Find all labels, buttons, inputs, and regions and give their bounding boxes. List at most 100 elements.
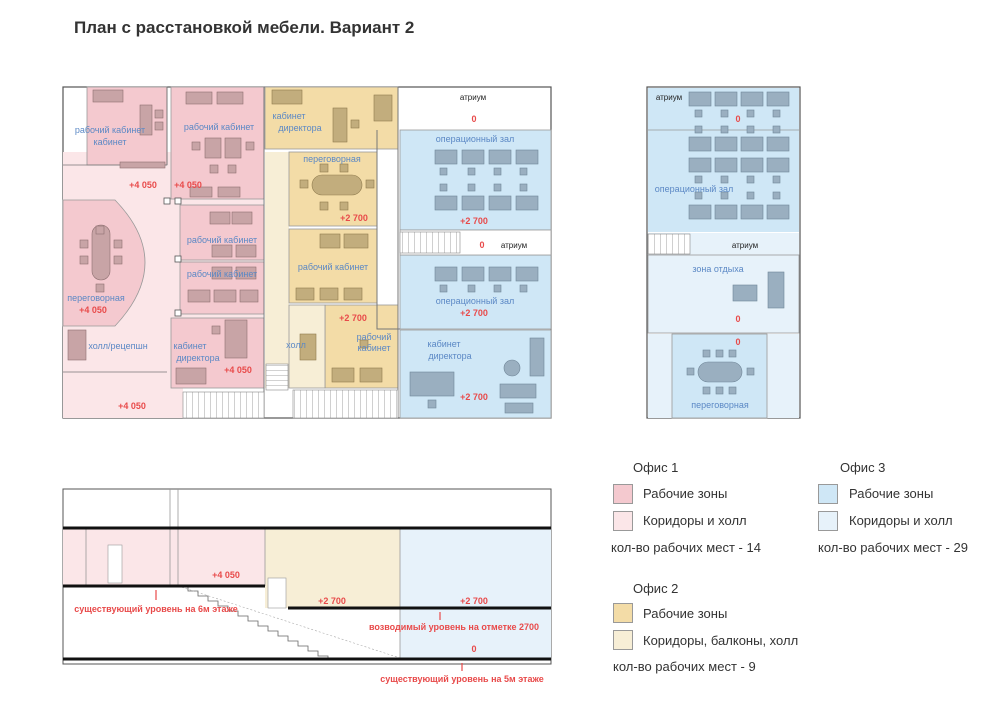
label-office1-room3: рабочий кабинет	[187, 235, 257, 245]
svg-text:атриум: атриум	[656, 93, 682, 102]
svg-text:+2 700: +2 700	[460, 216, 488, 226]
right-stairs	[647, 233, 691, 255]
label-office1-hall: холл/рецепшн	[88, 341, 147, 351]
legend-office1-work-swatch	[613, 484, 633, 504]
legend-office2-corr: Коридоры, балконы, холл	[643, 633, 799, 648]
levels-left: +4 050 +4 050 +4 050 +4 050 +4 050 +2 70…	[79, 114, 488, 411]
section-drawing: +4 050 +2 700 +2 700 0 существующий уров…	[62, 488, 552, 684]
svg-text:+4 050: +4 050	[79, 305, 107, 315]
svg-text:+4 050: +4 050	[174, 180, 202, 190]
label-office2-meeting: переговорная	[303, 154, 361, 164]
legend-office3-count: кол-во рабочих мест - 29	[818, 540, 968, 555]
label-atrium-mid: атриум	[501, 241, 527, 250]
svg-text:кабинет: кабинет	[427, 339, 460, 349]
svg-text:+2 700: +2 700	[339, 313, 367, 323]
section-office1	[63, 528, 265, 586]
label-office1-room1: рабочий кабинет	[75, 125, 145, 135]
room-labels-right: операционный зал зона отдыха переговорна…	[655, 184, 749, 410]
legend-office2-corr-swatch	[613, 630, 633, 650]
stairs-hall	[265, 363, 289, 391]
legend-office1-count: кол-во рабочих мест - 14	[611, 540, 761, 555]
svg-text:+4 050: +4 050	[118, 401, 146, 411]
legend-office2-title: Офис 2	[633, 581, 679, 596]
legend-office1-title: Офис 1	[633, 460, 679, 475]
section-stairs	[178, 585, 329, 658]
svg-text:директора: директора	[278, 123, 321, 133]
svg-text:+2 700: +2 700	[340, 213, 368, 223]
section-stairs-line	[177, 585, 401, 659]
section-office3	[400, 528, 551, 658]
stairs-mid	[399, 231, 461, 254]
section-office2	[265, 528, 400, 608]
legend-office1-corr-swatch	[613, 511, 633, 531]
office2-corridor	[265, 152, 289, 388]
label-office1-room2: рабочий кабинет	[184, 122, 254, 132]
office3-partition	[376, 130, 400, 330]
svg-text:+2 700: +2 700	[460, 308, 488, 318]
svg-text:+4 050: +4 050	[212, 570, 240, 580]
svg-text:директора: директора	[428, 351, 471, 361]
page-title: План с расстановкой мебели. Вариант 2	[74, 18, 415, 37]
furniture-office2	[271, 89, 393, 383]
legend-office2-work: Рабочие зоны	[643, 606, 728, 621]
plan-left: рабочий кабинет кабинет рабочий кабинет …	[62, 86, 552, 419]
svg-text:директора: директора	[176, 353, 219, 363]
label-atrium-top: атриум	[460, 93, 486, 102]
svg-text:0: 0	[735, 114, 740, 124]
svg-text:0: 0	[471, 644, 476, 654]
svg-text:0: 0	[735, 314, 740, 324]
legend-office3-corr-swatch	[818, 511, 838, 531]
svg-text:рабочий: рабочий	[357, 332, 392, 342]
office3-op-hall-1	[399, 129, 552, 231]
label-office3-op1: операционный зал	[436, 134, 514, 144]
label-right-meeting: переговорная	[691, 400, 749, 410]
label-office1-room4: рабочий кабинет	[187, 269, 257, 279]
label-office3-op2: операционный зал	[436, 296, 514, 306]
note-2700: возводимый уровень на отметке 2700	[369, 622, 539, 632]
label-office1-meeting: переговорная	[67, 293, 125, 303]
svg-text:атриум: атриум	[732, 241, 758, 250]
svg-text:+4 050: +4 050	[129, 180, 157, 190]
svg-text:кабинет: кабинет	[173, 341, 206, 351]
plan-right: операционный зал зона отдыха переговорна…	[646, 86, 801, 419]
legend-office3-work-swatch	[818, 484, 838, 504]
office1-corridor-bottom	[63, 388, 183, 418]
legend-office2-count: кол-во рабочих мест - 9	[613, 659, 756, 674]
atrium-labels-right: атриум атриум	[656, 93, 758, 250]
room-labels-left: рабочий кабинет кабинет рабочий кабинет …	[67, 111, 514, 363]
note-5floor: существующий уровень на 5м этаже	[380, 674, 543, 684]
doors-left	[163, 197, 182, 317]
section-door-2	[267, 577, 287, 609]
label-office2-work: рабочий кабинет	[298, 262, 368, 272]
stairs-bottom-2	[292, 389, 399, 419]
legend-office1-corr: Коридоры и холл	[643, 513, 747, 528]
label-right-rest: зона отдыха	[692, 264, 743, 274]
svg-text:+2 700: +2 700	[460, 392, 488, 402]
legend-office3-work: Рабочие зоны	[849, 486, 934, 501]
legend-office1-work: Рабочие зоны	[643, 486, 728, 501]
legend-office3-title: Офис 3	[840, 460, 886, 475]
svg-text:0: 0	[735, 337, 740, 347]
legend-office3-corr: Коридоры и холл	[849, 513, 953, 528]
label-right-op-hall: операционный зал	[655, 184, 733, 194]
levels-right: 0 0 0	[735, 114, 740, 347]
svg-text:+2 700: +2 700	[318, 596, 346, 606]
section-levels: +4 050 +2 700 +2 700 0 существующий уров…	[74, 570, 543, 684]
svg-text:+2 700: +2 700	[460, 596, 488, 606]
furniture-office1	[67, 89, 259, 385]
svg-text:кабинет: кабинет	[93, 137, 126, 147]
svg-text:0: 0	[471, 114, 476, 124]
atrium-labels-left: атриум атриум	[460, 93, 527, 250]
label-office2-hall: холл	[286, 340, 306, 350]
svg-text:0: 0	[479, 240, 484, 250]
furniture-right	[686, 91, 790, 395]
legend-office2-work-swatch	[613, 603, 633, 623]
svg-text:кабинет: кабинет	[272, 111, 305, 121]
note-6floor: существующий уровень на 6м этаже	[74, 604, 237, 614]
svg-text:кабинет: кабинет	[357, 343, 390, 353]
section-door-1	[107, 544, 123, 584]
svg-text:+4 050: +4 050	[224, 365, 252, 375]
furniture-office3	[409, 149, 545, 414]
stairs-bottom-1	[182, 391, 265, 419]
